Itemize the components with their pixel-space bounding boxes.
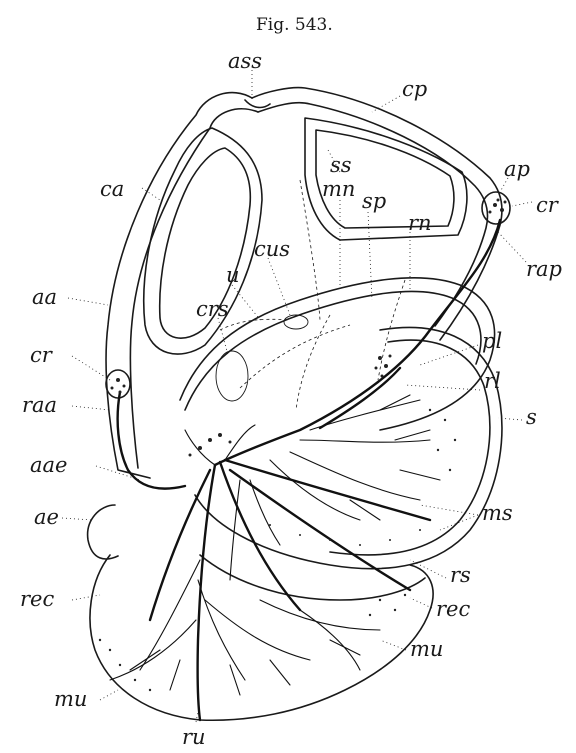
label-cr-right: cr — [536, 193, 560, 217]
label-sp: sp — [362, 189, 386, 213]
label-ss: ss — [330, 153, 352, 177]
label-ass: ass — [228, 49, 262, 73]
label-rap: rap — [526, 257, 562, 281]
figure-caption: Fig. 543. — [256, 15, 333, 35]
figure-labels: ass cp ap cr rap ss mn sp rn ca cus u cr… — [20, 49, 562, 749]
label-ae: ae — [34, 505, 59, 529]
label-rec-right: rec — [436, 597, 470, 621]
label-rs: rs — [450, 563, 471, 587]
label-rl: rl — [484, 369, 501, 393]
label-s: s — [526, 405, 537, 429]
label-aae: aae — [30, 453, 67, 477]
label-cp: cp — [402, 77, 427, 101]
label-ms: ms — [482, 501, 513, 525]
label-raa: raa — [22, 393, 57, 417]
label-pl: pl — [482, 329, 502, 353]
label-mu-left: mu — [54, 687, 87, 711]
label-rec-left: rec — [20, 587, 54, 611]
label-ap: ap — [504, 157, 530, 181]
cochlea-base — [88, 505, 433, 720]
label-rn: rn — [408, 211, 432, 235]
saccule — [195, 327, 502, 568]
label-ru: ru — [182, 725, 206, 749]
label-mu-right: mu — [410, 637, 443, 661]
label-crs: crs — [196, 297, 229, 321]
label-aa: aa — [32, 285, 57, 309]
leader-lines — [62, 70, 532, 722]
label-u: u — [226, 263, 240, 287]
label-mn: mn — [322, 177, 355, 201]
label-cus: cus — [254, 237, 290, 261]
label-ca: ca — [100, 177, 124, 201]
label-cr-left: cr — [30, 343, 54, 367]
semicircular-canals — [106, 88, 510, 478]
